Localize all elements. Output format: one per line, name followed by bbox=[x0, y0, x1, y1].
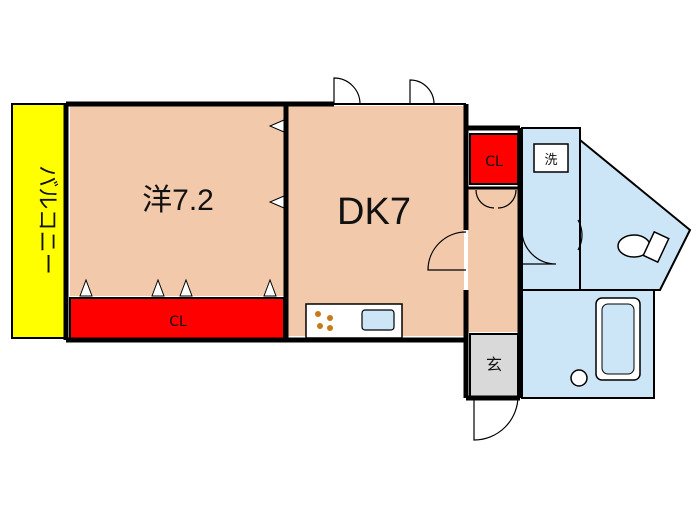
closet-main-label: CL bbox=[169, 314, 187, 330]
closet-door-marks bbox=[79, 119, 285, 297]
washer-label: 洗 bbox=[544, 153, 557, 168]
dk-label: DK7 bbox=[337, 191, 411, 233]
corridor-floor bbox=[468, 188, 520, 332]
balcony-label: バルコニー bbox=[34, 165, 59, 275]
doors bbox=[333, 77, 583, 441]
bath-sink-icon bbox=[570, 369, 588, 387]
walls bbox=[63, 101, 523, 401]
western-room-label: 洋7.2 bbox=[142, 184, 214, 217]
entrance-label: 玄 bbox=[486, 355, 502, 374]
closet-small bbox=[469, 133, 519, 185]
stove-icon bbox=[315, 311, 333, 331]
toilet-room-floor bbox=[579, 137, 692, 291]
dk-floor bbox=[288, 106, 464, 336]
kitchen-counter bbox=[305, 303, 403, 339]
bathtub-icon bbox=[595, 297, 641, 381]
balcony bbox=[11, 103, 67, 339]
kitchen-sink-icon bbox=[361, 309, 395, 331]
closet-small-label: CL bbox=[485, 154, 503, 170]
western-room-floor bbox=[70, 106, 284, 296]
washer-box bbox=[533, 143, 569, 173]
toilet-icon bbox=[617, 230, 670, 264]
closet-main bbox=[69, 297, 285, 341]
balcony-label-text: バルコニー bbox=[34, 165, 59, 275]
